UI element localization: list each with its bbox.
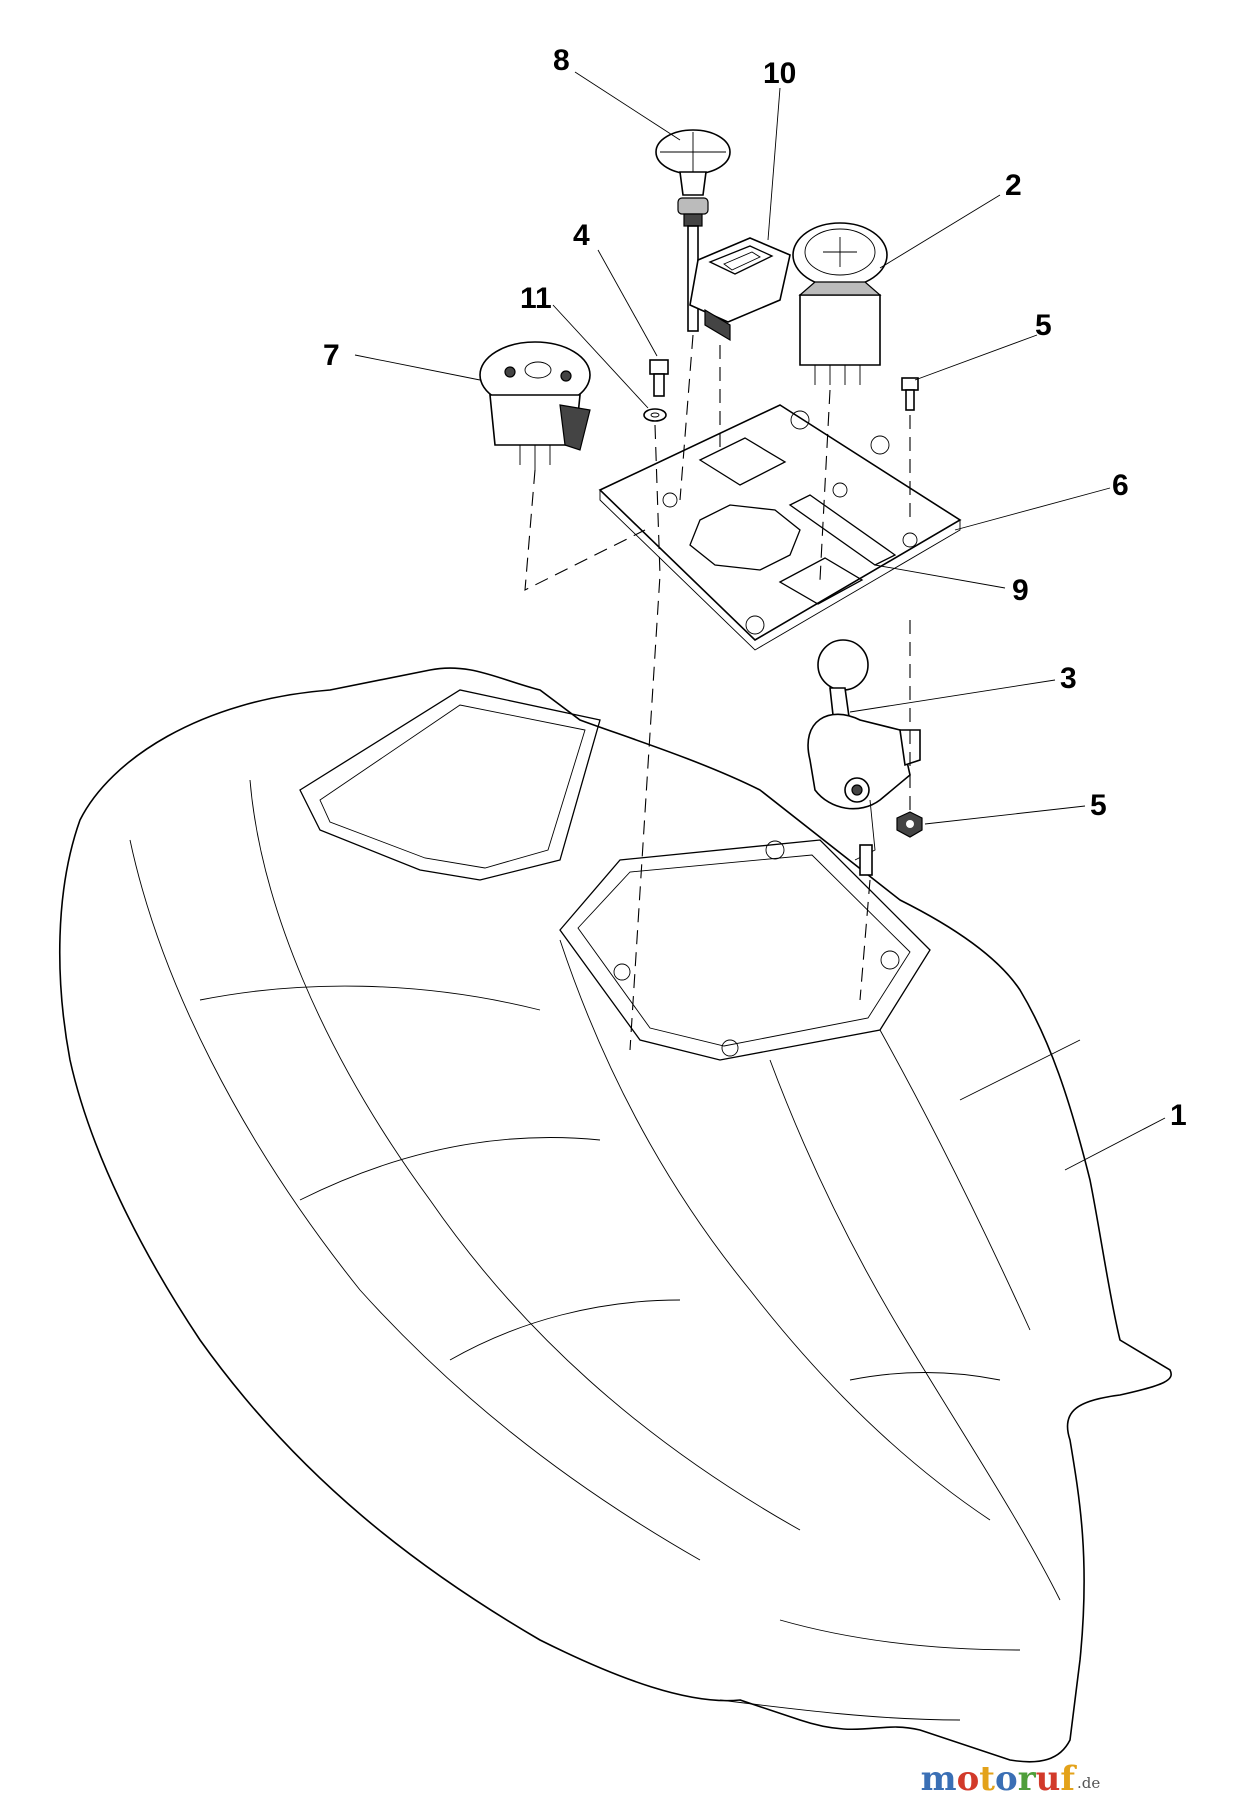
part-11-washer <box>643 408 667 422</box>
wm-letter: o <box>957 1759 980 1799</box>
leader-lines <box>354 71 1166 1171</box>
callout-1: 1 <box>1170 1099 1187 1132</box>
callout-2: 2 <box>1005 169 1022 202</box>
part-6-nut <box>896 811 923 838</box>
wm-letter: o <box>995 1759 1018 1799</box>
cavity-bosses <box>613 840 900 1057</box>
callout-3: 3 <box>1060 662 1077 695</box>
part-7-round-switch <box>479 341 591 470</box>
callout-7: 7 <box>323 339 340 372</box>
part-9-knob <box>655 129 731 332</box>
part-5-bolt-right <box>901 377 919 411</box>
part-1-fender-body <box>58 667 1172 1763</box>
callout-6: 5 <box>1090 789 1107 822</box>
callout-4: 6 <box>1112 469 1129 502</box>
callout-8: 9 <box>1012 574 1029 607</box>
callout-9: 8 <box>553 44 570 77</box>
wm-letter: t <box>979 1759 995 1799</box>
part-2-key-switch <box>792 222 888 385</box>
assembly-lines <box>524 334 911 1051</box>
wm-letter: r <box>1018 1759 1037 1799</box>
watermark-logo: motoruf .de <box>921 1759 1101 1799</box>
part-3-lever <box>807 639 921 876</box>
wm-letter: u <box>1036 1759 1061 1799</box>
callout-5-right: 5 <box>1035 309 1052 342</box>
watermark-tld: .de <box>1077 1774 1100 1792</box>
watermark-text: motoruf <box>921 1759 1078 1799</box>
callouts: 8 10 2 4 11 5 7 6 9 3 5 1 <box>323 44 1187 1132</box>
wm-letter: f <box>1060 1759 1077 1799</box>
part-5-bolt-left <box>649 359 669 397</box>
part-4-mounting-plate <box>598 404 962 651</box>
wm-letter: m <box>921 1759 957 1799</box>
callout-5-left: 4 <box>573 219 590 252</box>
part-10-switch <box>689 237 791 342</box>
callout-10: 10 <box>763 57 796 90</box>
callout-11: 11 <box>520 282 552 315</box>
